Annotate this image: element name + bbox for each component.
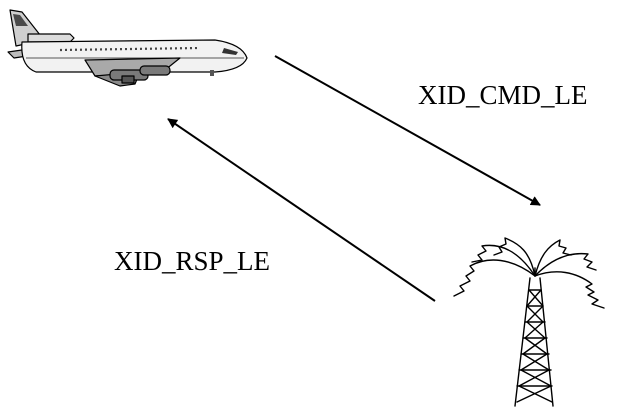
radio-tower-icon xyxy=(453,237,605,407)
airplane-icon xyxy=(7,9,248,87)
command-arrow xyxy=(274,55,541,206)
response-arrow xyxy=(167,118,436,302)
command-label: XID_CMD_LE xyxy=(418,80,588,110)
response-label: XID_RSP_LE xyxy=(114,246,271,276)
